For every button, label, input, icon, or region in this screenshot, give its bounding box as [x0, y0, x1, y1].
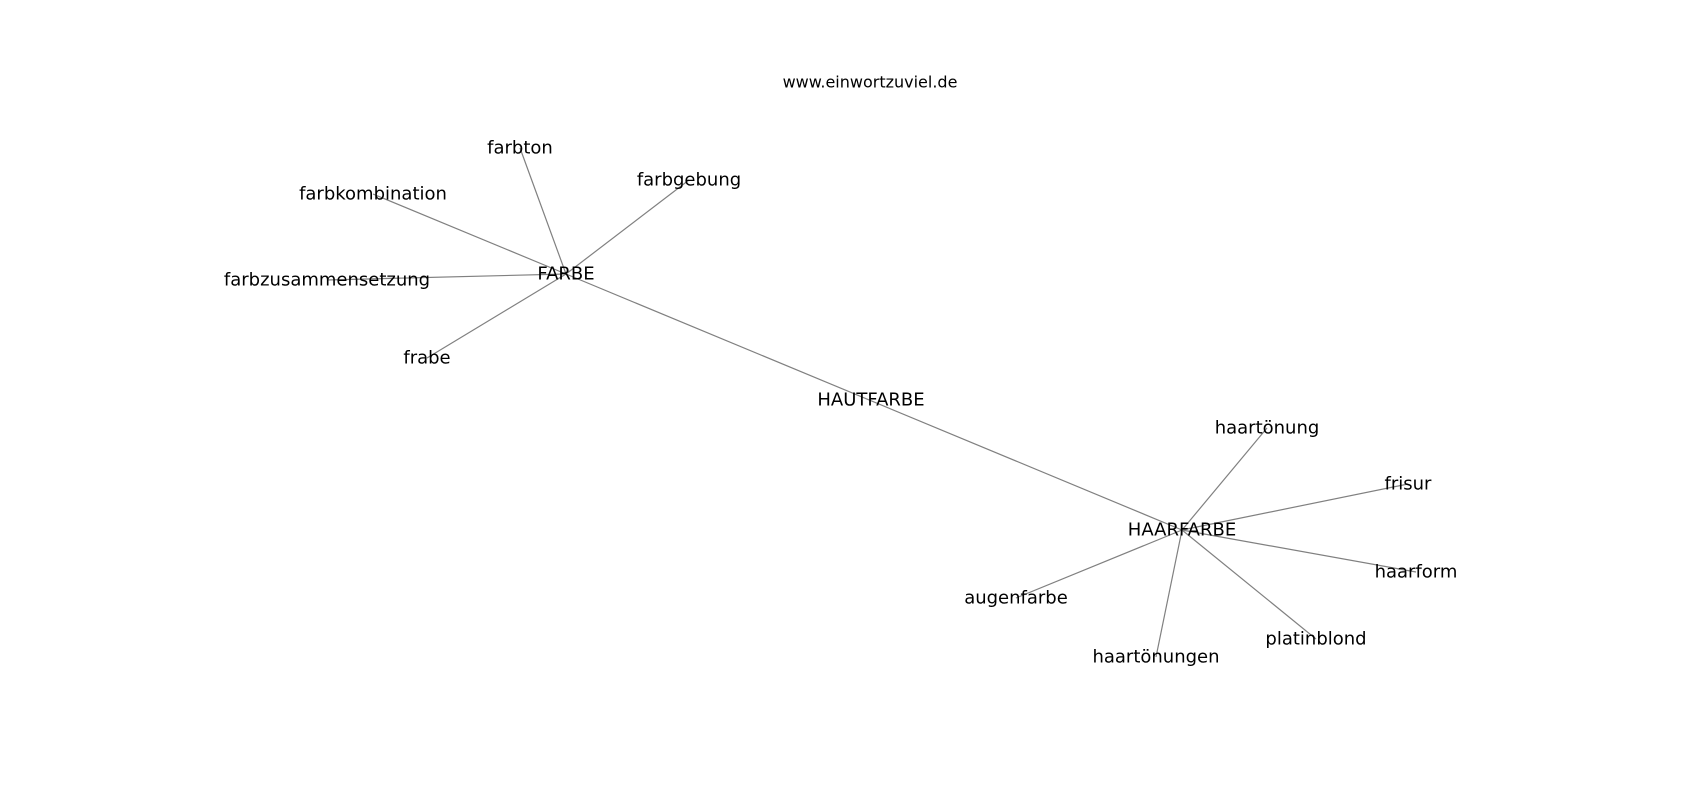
edge-haarfarbe-augenfarbe: [1015, 529, 1183, 599]
edge-haarfarbe-frisur: [1181, 483, 1409, 531]
edge-haarfarbe-haartoenungen: [1155, 529, 1183, 658]
edge-farbe-farbkombination: [372, 193, 567, 275]
node-label-farbzusammensetzung: farbzusammensetzung: [224, 270, 430, 291]
node-label-frabe: frabe: [403, 348, 450, 369]
edge-farbe-farbgebung: [565, 179, 690, 275]
edges-layer: [326, 147, 1417, 658]
node-label-farbkombination: farbkombination: [299, 184, 447, 205]
node-label-haarfarbe: HAARFARBE: [1128, 520, 1236, 541]
node-label-haartoenung: haartönung: [1215, 418, 1320, 439]
node-label-augenfarbe: augenfarbe: [964, 588, 1068, 609]
node-label-haartoenungen: haartönungen: [1092, 647, 1219, 668]
watermark-text: www.einwortzuviel.de: [783, 73, 958, 92]
edge-haarfarbe-platinblond: [1181, 529, 1317, 640]
nodes-layer: HAUTFARBE FARBE HAARFARBE farbton farbgebung…: [224, 138, 1458, 668]
edge-farbe-frabe: [426, 273, 567, 359]
edge-farbe-farbzusammensetzung: [326, 273, 567, 281]
node-label-hautfarbe: HAUTFARBE: [817, 390, 924, 411]
node-label-farbton: farbton: [487, 138, 553, 159]
node-label-frisur: frisur: [1385, 474, 1433, 495]
node-label-farbe: FARBE: [537, 264, 594, 285]
node-label-platinblond: platinblond: [1265, 629, 1366, 650]
edge-farbe-farbton: [519, 147, 567, 275]
node-label-farbgebung: farbgebung: [637, 170, 741, 191]
edge-farbe-haarfarbe: [565, 273, 1183, 531]
edge-haarfarbe-haartoenung: [1181, 427, 1268, 531]
edge-haarfarbe-haarform: [1181, 529, 1417, 573]
node-label-haarform: haarform: [1375, 562, 1458, 583]
